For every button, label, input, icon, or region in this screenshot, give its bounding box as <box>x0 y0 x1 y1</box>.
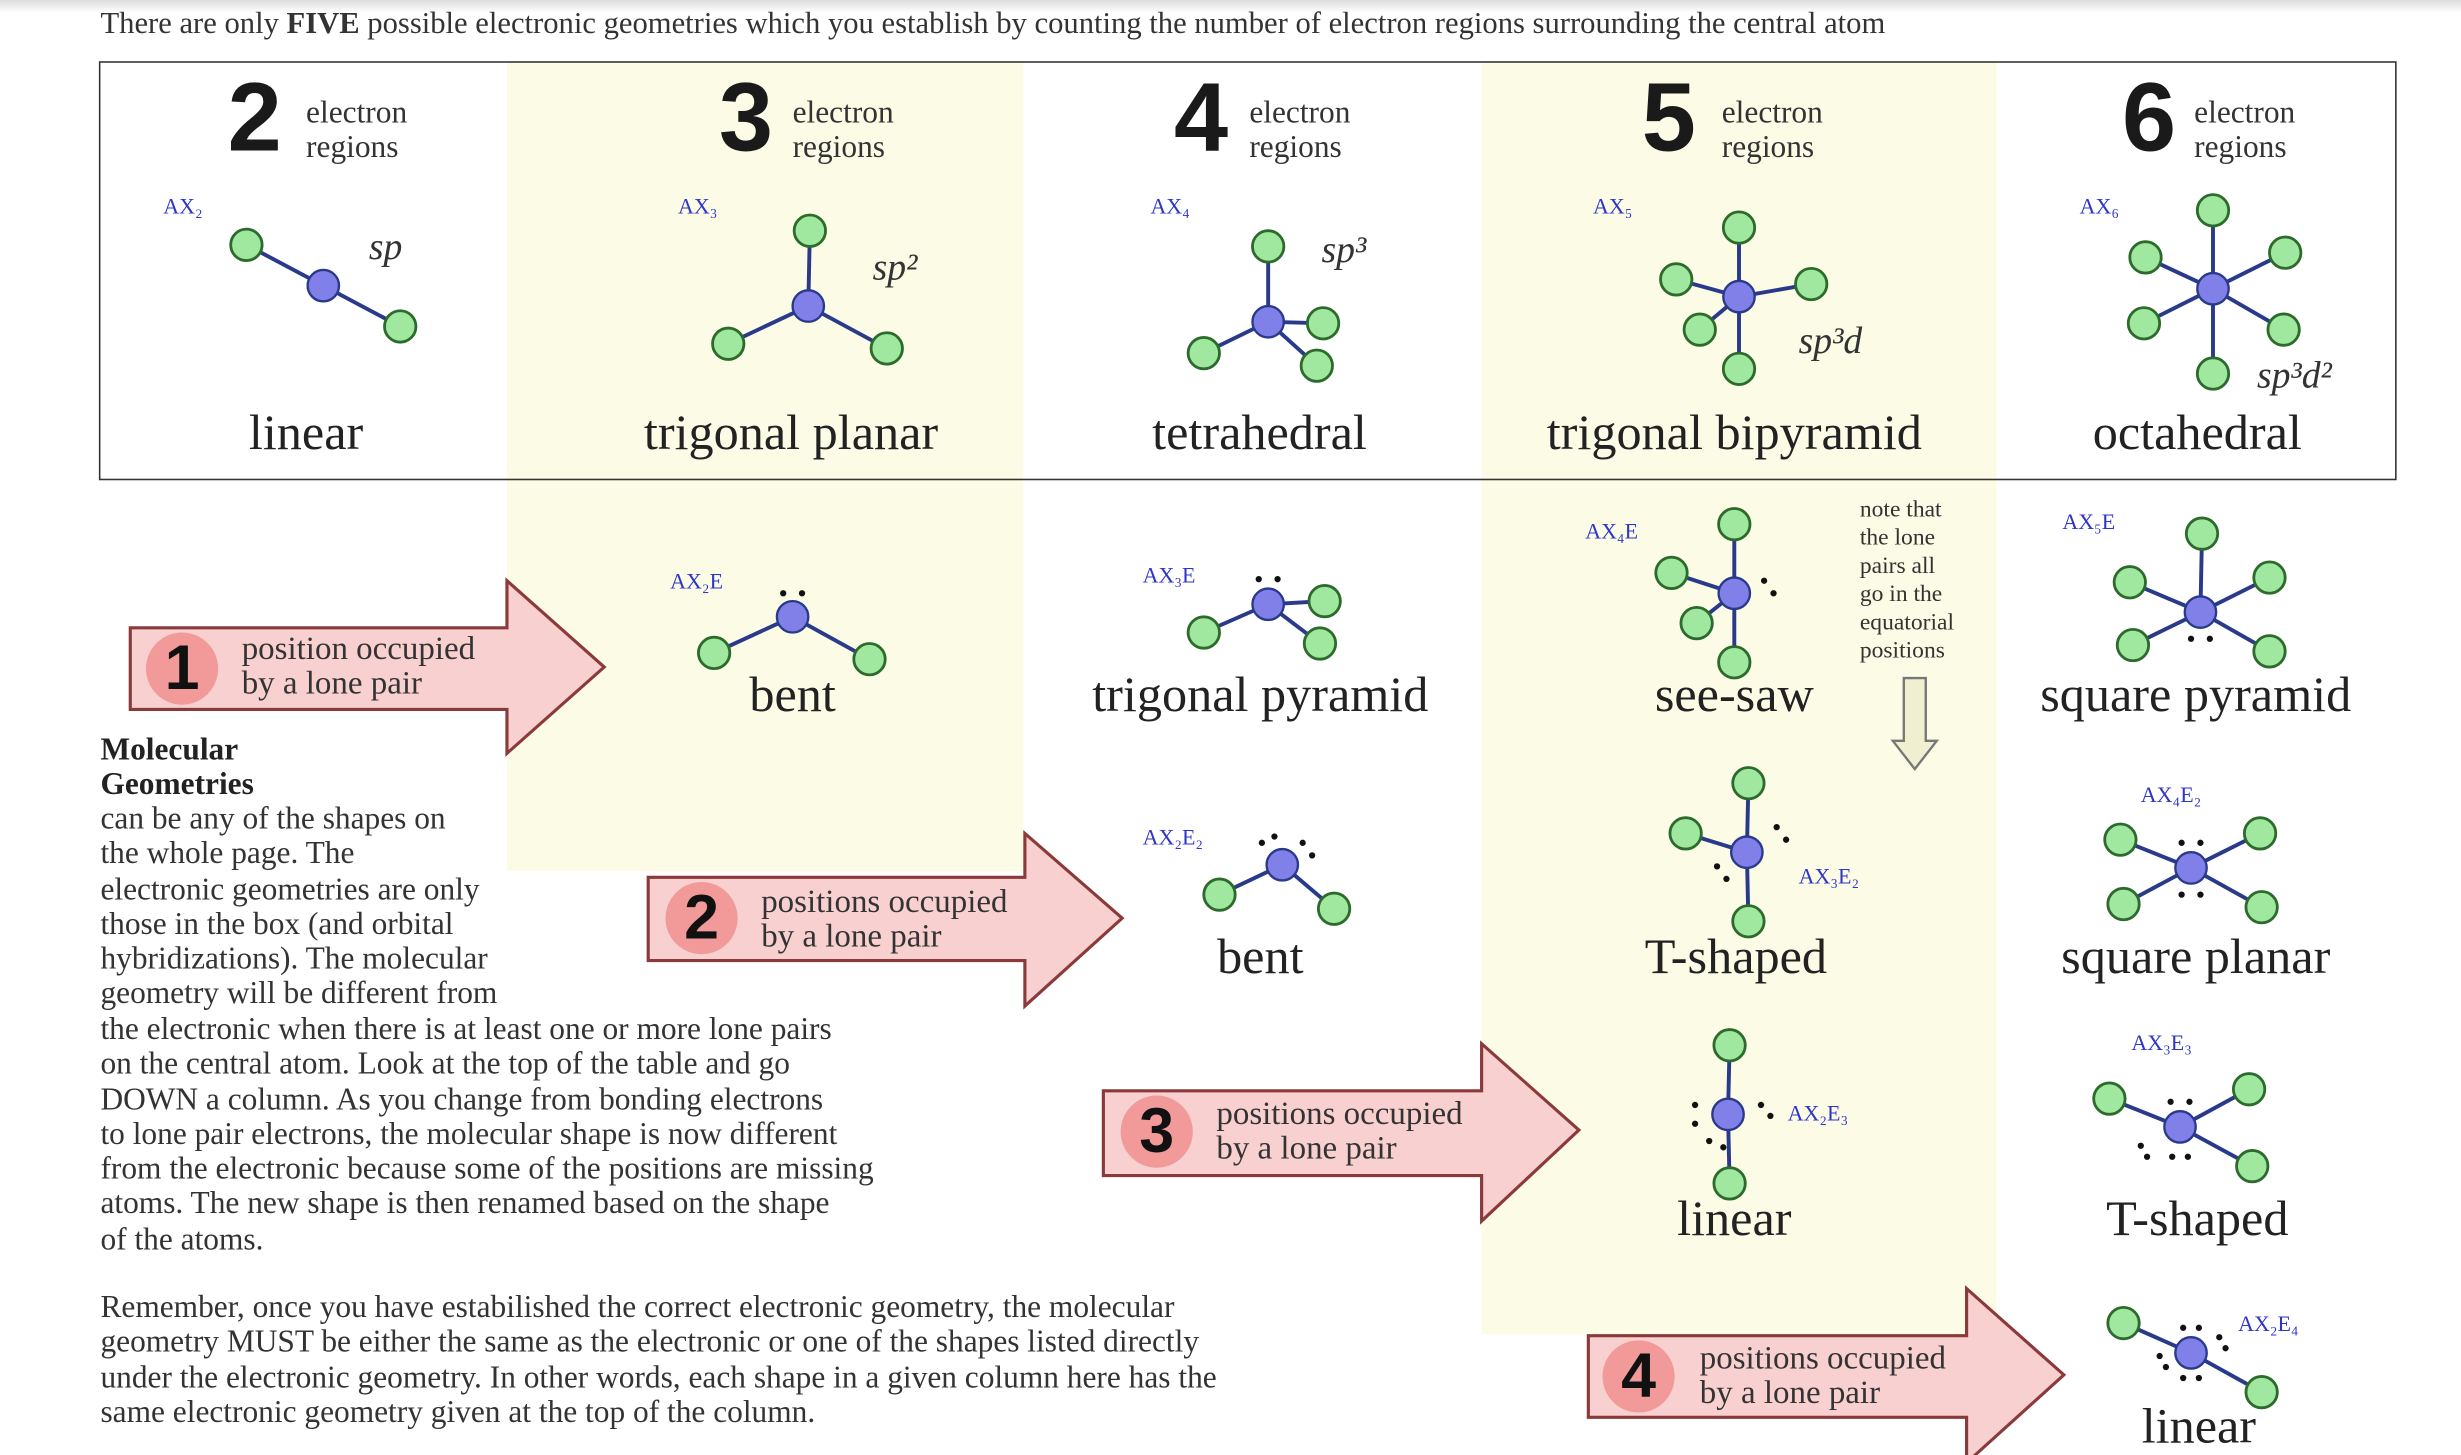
arrow-number-3: 3 <box>1120 1095 1193 1168</box>
arrow-label-4: positions occupied by a lone pair <box>1699 1338 1947 1411</box>
molecule-trigonal-pyramid <box>1186 576 1342 661</box>
geometry-name-trigonal-bipyramid: trigonal bipyramid <box>1546 403 1922 460</box>
geometry-name-t-shaped: T-shaped <box>1644 927 1827 985</box>
hybridization-label: sp³d <box>1798 321 1863 363</box>
regions-label: electron regions <box>2194 95 2296 165</box>
regions-label: electron regions <box>1249 95 1351 165</box>
geometry-name-trigonal-pyramid: trigonal pyramid <box>1092 665 1429 722</box>
geometry-name-linear: linear <box>1677 1189 1792 1247</box>
hybridization-label: sp <box>368 227 403 269</box>
ax-label: AX₂ <box>163 196 203 220</box>
geometry-name-square-planar: square planar <box>2061 927 2331 985</box>
ax-label: AX₄ <box>1150 196 1190 220</box>
ax-label: AX₂E₂ <box>1142 827 1204 851</box>
region-count-3: 3 <box>718 64 773 173</box>
geometry-name-t-shaped: T-shaped <box>2106 1189 2289 1247</box>
column-shade-3 <box>506 62 1024 872</box>
molecular-geometries-text-wide: the electronic when there is at least on… <box>100 1012 874 1257</box>
molecular-geometries-text-narrow: can be any of the shapes on the whole pa… <box>100 802 498 1012</box>
hybridization-label: sp² <box>872 247 918 289</box>
ax-label: AX₄E <box>1585 521 1639 545</box>
electronic-geometry-box <box>98 61 2397 481</box>
molecule-square-planar <box>2103 816 2279 925</box>
equatorial-note: note that the lone pairs all go in the e… <box>1859 497 1955 664</box>
region-count-5: 5 <box>1641 64 1696 173</box>
ax-label: AX₂E₄ <box>2238 1313 2299 1338</box>
molecule-linear-ax2e3 <box>1691 1028 1774 1201</box>
intro-text: There are only FIVE possible electronic … <box>100 7 1886 41</box>
arrow-label-2: positions occupied by a lone pair <box>761 882 1008 955</box>
region-count-2: 2 <box>227 64 282 173</box>
molecule-see-saw <box>1654 507 1777 680</box>
ax-label: AX₂E₃ <box>1787 1103 1849 1127</box>
region-count-4: 4 <box>1173 64 1229 173</box>
ax-label: AX₃E <box>1142 565 1196 589</box>
ax-label: AX₃E₂ <box>1798 866 1860 890</box>
ax-label: AX₃ <box>678 196 718 220</box>
ax-label: AX₅E <box>2062 511 2116 536</box>
geometry-name-linear: linear <box>2141 1396 2257 1454</box>
molecule-linear-ax2e4 <box>2106 1305 2279 1410</box>
regions-label: electron regions <box>792 95 894 165</box>
region-count-6: 6 <box>2121 64 2177 173</box>
geometry-name-see-saw: see-saw <box>1654 665 1814 722</box>
arrow-4 <box>1586 1285 2067 1455</box>
molecule-tetrahedral <box>1186 229 1341 383</box>
ax-label: AX₆ <box>2079 196 2119 220</box>
molecule-square-pyramid <box>2112 516 2287 669</box>
geometry-name-octahedral: octahedral <box>2092 403 2302 460</box>
geometry-name-tetrahedral: tetrahedral <box>1152 403 1367 460</box>
ax-label: AX₃E₃ <box>2131 1032 2192 1057</box>
ax-label: AX₂E <box>670 571 723 595</box>
arrow-label-1: position occupied by a lone pair <box>241 629 476 702</box>
arrow-number-1: 1 <box>145 632 219 705</box>
molecule-bent-ax2e2 <box>1202 833 1352 926</box>
ax-label: AX₄E₂ <box>2140 784 2202 809</box>
arrow-1 <box>128 577 607 757</box>
ax-label: AX₅ <box>1593 196 1633 220</box>
hybridization-label: sp³ <box>1321 230 1367 272</box>
geometry-name-bent: bent <box>1217 927 1304 985</box>
geometry-name-linear: linear <box>248 403 364 460</box>
molecular-geometries-title: Molecular Geometries <box>100 732 254 803</box>
molecule-t-shaped-ax3e3 <box>2092 1072 2270 1184</box>
molecule-trigonal-bipyramid <box>1659 210 1829 386</box>
regions-label: electron regions <box>306 95 408 165</box>
geometry-name-trigonal-planar: trigonal planar <box>643 403 939 460</box>
molecule-bent-ax2e <box>697 590 887 677</box>
arrow-3 <box>1101 1040 1582 1225</box>
regions-label: electron regions <box>1721 95 1823 165</box>
molecule-linear <box>229 227 418 344</box>
molecule-t-shaped-ax3e2 <box>1668 766 1790 939</box>
arrow-label-3: positions occupied by a lone pair <box>1216 1093 1463 1167</box>
hybridization-label: sp³d² <box>2256 356 2332 398</box>
arrow-number-4: 4 <box>1602 1340 1675 1413</box>
top-shadow <box>0 0 2461 13</box>
down-arrow-icon <box>1890 676 1940 771</box>
arrow-number-2: 2 <box>665 882 738 955</box>
geometry-name-bent: bent <box>749 665 836 722</box>
molecule-octahedral <box>2126 193 2303 391</box>
arrow-2 <box>646 829 1125 1010</box>
remember-text: Remember, once you have estabilished the… <box>100 1290 1217 1430</box>
molecule-trigonal-planar <box>711 213 904 366</box>
geometry-name-square-pyramid: square pyramid <box>2040 665 2352 722</box>
